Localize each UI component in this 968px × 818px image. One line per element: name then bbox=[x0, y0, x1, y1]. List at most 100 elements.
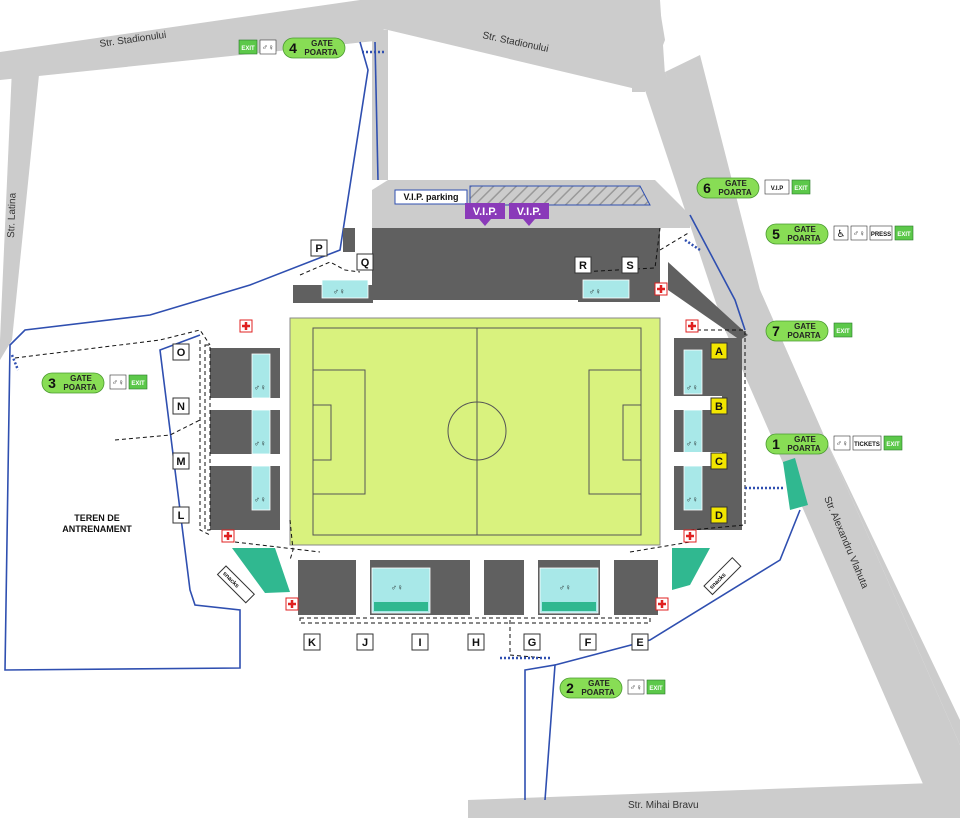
path-north-east bbox=[579, 227, 661, 273]
sector-label: R bbox=[579, 260, 587, 272]
goal-box-east bbox=[622, 404, 642, 461]
sector-box bbox=[303, 633, 321, 651]
wc-north-west bbox=[321, 279, 369, 299]
sector-h[interactable]: H bbox=[467, 633, 485, 651]
sector-b[interactable]: B bbox=[710, 397, 728, 415]
boundary-north-inner bbox=[374, 41, 379, 181]
exit-sign-label: EXIT bbox=[836, 329, 850, 335]
sector-d[interactable]: D bbox=[710, 506, 728, 524]
toilet-sign bbox=[833, 435, 851, 451]
sector-k[interactable]: K bbox=[303, 633, 321, 651]
accessibility-sign bbox=[833, 225, 849, 241]
sector-c[interactable]: C bbox=[710, 452, 728, 470]
gate-word: GATE bbox=[588, 679, 610, 688]
vip-sign bbox=[764, 179, 790, 195]
sector-p[interactable]: P bbox=[310, 239, 328, 257]
sector-m[interactable]: M bbox=[172, 452, 190, 470]
sector-label: O bbox=[177, 347, 186, 359]
wheelchair-icon: ♿ bbox=[837, 229, 846, 240]
walking-paths bbox=[14, 227, 746, 659]
sector-s[interactable]: S bbox=[621, 256, 639, 274]
sector-n[interactable]: N bbox=[172, 397, 190, 415]
gate-number: 6 bbox=[703, 180, 711, 196]
medical-points bbox=[221, 282, 699, 611]
sector-l[interactable]: L bbox=[172, 506, 190, 524]
path-north bbox=[299, 261, 361, 276]
sector-label: G bbox=[528, 637, 537, 649]
gate-word: GATE bbox=[311, 39, 333, 48]
sector-o[interactable]: O bbox=[172, 343, 190, 361]
vip-marker-arrow bbox=[523, 219, 535, 226]
path-west-stand bbox=[204, 344, 211, 531]
wc-icons: ♂♀ ♂♀ ♂♀ ♂♀ ♂♀ ♂♀ ♂♀ ♂♀ ♂♀ ♂♀ bbox=[254, 287, 698, 592]
sector-f[interactable]: F bbox=[579, 633, 597, 651]
sector-box bbox=[710, 506, 728, 524]
sector-q[interactable]: Q bbox=[356, 253, 374, 271]
medical-icon bbox=[285, 597, 299, 611]
gate-pill bbox=[765, 223, 829, 245]
sector-label: D bbox=[715, 510, 723, 522]
sector-j[interactable]: J bbox=[356, 633, 374, 651]
exit-sign-label: EXIT bbox=[131, 381, 145, 387]
toilet-icon: ♂♀ bbox=[853, 229, 865, 238]
walkway bbox=[600, 560, 614, 615]
south-snack-bar-2 bbox=[542, 602, 596, 611]
goal-box-west bbox=[312, 404, 332, 461]
gate-word: GATE bbox=[725, 179, 747, 188]
se-corner-area bbox=[672, 548, 710, 590]
toilet-icon: ♂♀ bbox=[391, 583, 403, 592]
toilet-sign bbox=[850, 225, 868, 241]
exit-sign bbox=[833, 322, 853, 338]
gate-pill bbox=[696, 177, 760, 199]
sector-a[interactable]: A bbox=[710, 342, 728, 360]
toilet-icon: ♂♀ bbox=[112, 378, 124, 387]
boundary-southeast bbox=[524, 664, 556, 801]
vip-marker-box bbox=[465, 203, 505, 219]
corner-areas bbox=[232, 458, 808, 593]
vip-sign-label: V.I.P bbox=[771, 186, 783, 192]
exit-sign-label: EXIT bbox=[886, 442, 900, 448]
snacks-sign-sw: snacks bbox=[216, 565, 255, 604]
gate-pill bbox=[765, 433, 829, 455]
sector-r[interactable]: R bbox=[574, 256, 592, 274]
toilet-icon: ♂♀ bbox=[262, 43, 274, 52]
walkway bbox=[524, 560, 538, 615]
toilet-icon: ♂♀ bbox=[836, 439, 848, 448]
gate-pill bbox=[559, 677, 623, 699]
path-west-loop bbox=[199, 340, 211, 536]
gate-pill bbox=[41, 372, 105, 394]
poarta-word: POARTA bbox=[304, 48, 337, 57]
sector-box bbox=[172, 452, 190, 470]
north-stand-tower bbox=[343, 228, 355, 252]
sector-box bbox=[523, 633, 541, 651]
gate-number: 1 bbox=[772, 436, 780, 452]
path-west bbox=[14, 329, 211, 359]
medical-icon bbox=[683, 529, 697, 543]
toilet-sign bbox=[259, 39, 277, 55]
sector-e[interactable]: E bbox=[631, 633, 649, 651]
medical-icon bbox=[239, 319, 253, 333]
toilet-icon: ♂♀ bbox=[686, 383, 698, 392]
stand-walkways bbox=[210, 396, 722, 615]
sector-label: K bbox=[308, 637, 316, 649]
toilet-icon: ♂♀ bbox=[589, 287, 601, 296]
road-bravu bbox=[468, 782, 960, 818]
sw-corner-area bbox=[232, 548, 290, 593]
sector-box bbox=[710, 342, 728, 360]
sector-box bbox=[710, 397, 728, 415]
toilet-icon: ♂♀ bbox=[333, 287, 345, 296]
sector-i[interactable]: I bbox=[411, 633, 429, 651]
path-se bbox=[629, 541, 691, 553]
exit-sign-label: EXIT bbox=[794, 186, 808, 192]
sector-g[interactable]: G bbox=[523, 633, 541, 651]
poarta-word: POARTA bbox=[63, 383, 96, 392]
poarta-word: POARTA bbox=[718, 188, 751, 197]
walkway bbox=[470, 560, 484, 615]
